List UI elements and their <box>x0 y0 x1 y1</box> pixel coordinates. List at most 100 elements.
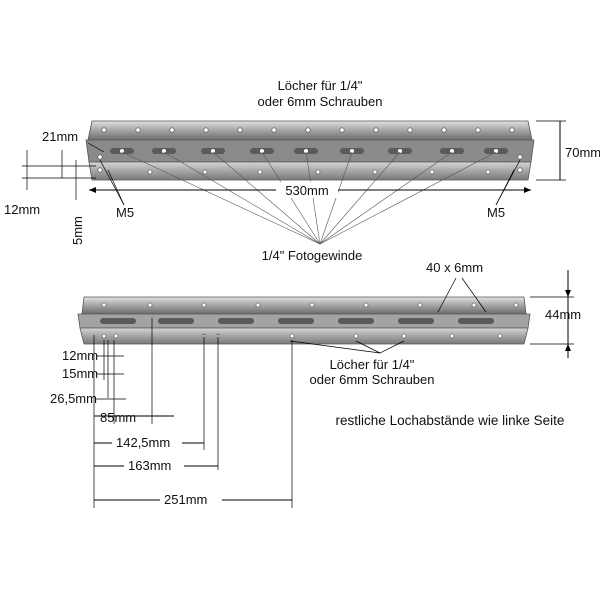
bottom-upper-hole <box>417 302 423 308</box>
bottom-caption-leader-3 <box>289 340 381 354</box>
top-rail-holes <box>97 127 523 175</box>
bottom-holes-caption-line1: Löcher für 1/4" <box>330 357 415 372</box>
bottom-caption-leader-1 <box>355 340 381 354</box>
dim-251mm-bg <box>160 491 222 507</box>
bottom-slot <box>158 318 194 324</box>
top-m5-hole <box>97 154 103 160</box>
bottom-holes-caption-line2: oder 6mm Schrauben <box>309 372 434 387</box>
dim-70mm: 70mm <box>565 145 600 160</box>
dim-15mm: 15mm <box>62 366 98 381</box>
bottom-upper-hole <box>255 302 261 308</box>
top-m5-hole <box>97 167 103 173</box>
bottom-lower-hole <box>449 333 455 339</box>
top-upper-hole <box>305 127 311 133</box>
bottom-lower-hole <box>497 333 503 339</box>
top-upper-hole <box>407 127 413 133</box>
top-holes-caption-line1: Löcher für 1/4" <box>278 78 363 93</box>
dim-530mm-arrow-left <box>89 187 96 193</box>
bottom-lower-hole <box>101 333 107 339</box>
top-upper-hole <box>373 127 379 133</box>
dim-44mm-arrow-top <box>565 290 571 297</box>
thread-leader <box>212 151 321 245</box>
dim-5mm: 5mm <box>70 216 85 245</box>
thread-leader <box>319 151 453 245</box>
top-holes-caption-line2: oder 6mm Schrauben <box>257 94 382 109</box>
top-lower-hole <box>429 169 435 175</box>
dim-530mm: 530mm <box>285 183 328 198</box>
top-upper-hole <box>101 127 107 133</box>
thread-hole <box>260 149 264 153</box>
dim-163mm: 163mm <box>128 458 171 473</box>
top-upper-hole <box>237 127 243 133</box>
thread-hole <box>304 149 308 153</box>
bottom-slot <box>100 318 136 324</box>
dim-530mm-arrow-right <box>524 187 531 193</box>
bottom-upper-hole <box>363 302 369 308</box>
spacing-note: restliche Lochabstände wie linke Seite <box>336 413 565 428</box>
slot-leader-1 <box>437 277 457 313</box>
thread-hole <box>450 149 454 153</box>
top-rail-slots <box>110 148 508 154</box>
bottom-dimension-stack: 12mm 15mm 26,5mm 85mm 142,5mm 163mm 251m… <box>50 318 293 508</box>
thread-label: 1/4" Fotogewinde <box>262 248 363 263</box>
top-lower-hole <box>147 169 153 175</box>
dim-85mm: 85mm <box>100 410 136 425</box>
thread-hole <box>494 149 498 153</box>
dim-530mm-bg <box>276 182 338 198</box>
top-rail-lower-flange <box>88 161 532 181</box>
top-lower-hole <box>372 169 378 175</box>
top-m5-hole <box>517 154 523 160</box>
top-lower-hole <box>202 169 208 175</box>
bottom-caption-leader-2 <box>379 340 405 354</box>
slot-size-label: 40 x 6mm <box>426 260 483 275</box>
bottom-upper-hole <box>101 302 107 308</box>
dim-44mm-arrow-bottom <box>565 344 571 351</box>
m5-left-leader-1 <box>107 169 125 206</box>
top-upper-hole <box>475 127 481 133</box>
top-lower-hole <box>485 169 491 175</box>
dim-21mm-leader <box>87 142 105 153</box>
thread-leader <box>121 151 321 245</box>
dim-12mm-bottom: 12mm <box>62 348 98 363</box>
thread-leader <box>319 151 497 245</box>
bottom-upper-hole <box>309 302 315 308</box>
bottom-lower-hole <box>289 333 295 339</box>
dim-44mm: 44mm <box>545 307 581 322</box>
thread-leader <box>163 151 321 245</box>
dim-142-5mm-bg <box>112 434 182 450</box>
bottom-lower-hole <box>353 333 359 339</box>
bottom-upper-hole <box>147 302 153 308</box>
top-upper-hole <box>169 127 175 133</box>
dim-21mm: 21mm <box>42 129 78 144</box>
thread-leader <box>319 151 401 245</box>
bottom-slot <box>218 318 254 324</box>
dim-163mm-bg <box>124 458 184 474</box>
m5-left-leader-2 <box>99 159 125 206</box>
dim-12mm: 12mm <box>4 202 40 217</box>
bottom-upper-hole <box>513 302 519 308</box>
thread-hole <box>162 149 166 153</box>
top-lower-hole <box>257 169 263 175</box>
m5-right-leader-2 <box>495 159 521 206</box>
top-upper-hole <box>203 127 209 133</box>
top-lower-hole <box>315 169 321 175</box>
m5-right-label: M5 <box>487 205 505 220</box>
thread-hole <box>398 149 402 153</box>
bottom-upper-hole <box>471 302 477 308</box>
top-upper-hole <box>271 127 277 133</box>
bottom-rail-holes <box>101 302 519 339</box>
slot-leader-2 <box>461 277 487 313</box>
top-rail <box>85 120 535 181</box>
dim-142-5mm: 142,5mm <box>116 435 170 450</box>
bottom-slot <box>398 318 434 324</box>
m5-left-label: M5 <box>116 205 134 220</box>
top-m5-hole <box>517 167 523 173</box>
bottom-slot <box>458 318 494 324</box>
top-upper-hole <box>509 127 515 133</box>
top-upper-hole <box>339 127 345 133</box>
top-upper-hole <box>441 127 447 133</box>
thread-hole <box>350 149 354 153</box>
dim-251mm: 251mm <box>164 492 207 507</box>
bottom-lower-hole <box>113 333 119 339</box>
